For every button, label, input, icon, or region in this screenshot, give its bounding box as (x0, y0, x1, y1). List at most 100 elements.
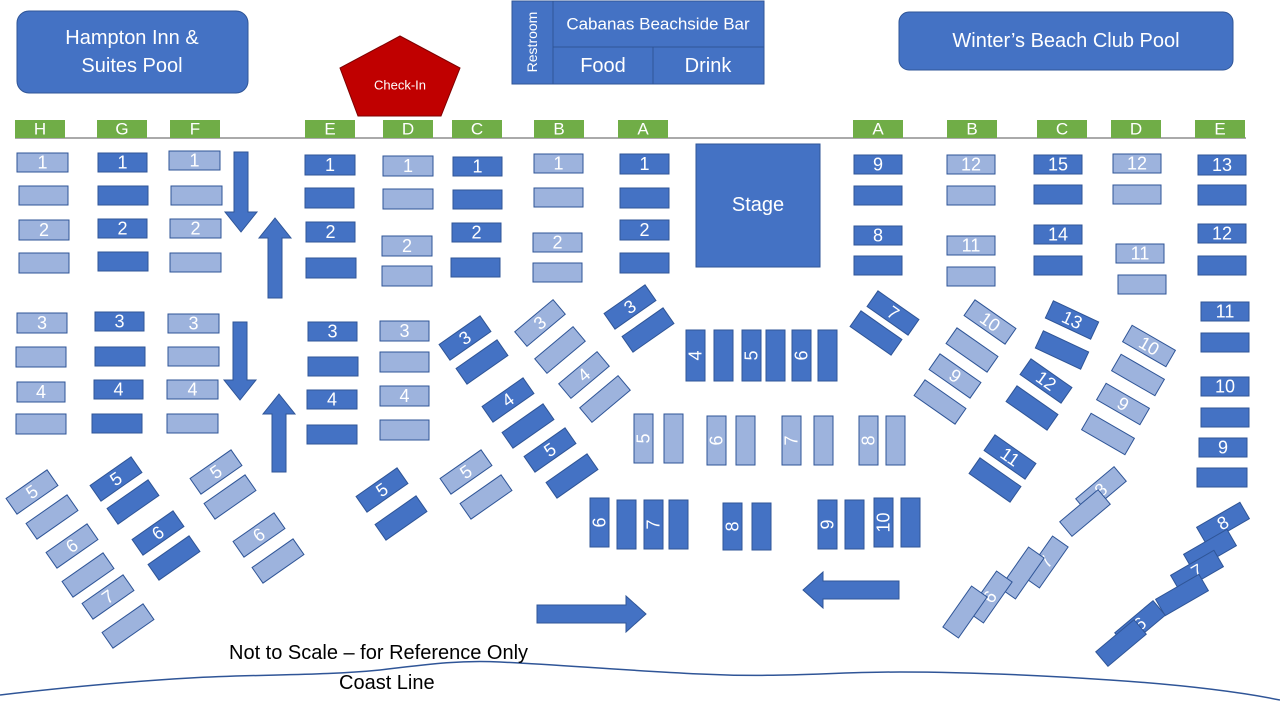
seating-table[interactable]: 5 (355, 467, 409, 513)
seating-table[interactable] (945, 327, 999, 373)
seating-table[interactable]: 7 (866, 290, 920, 336)
seating-table[interactable] (169, 252, 222, 273)
seating-table[interactable]: 4 (166, 379, 219, 400)
seating-table[interactable] (1033, 255, 1083, 276)
seating-table[interactable]: 2 (619, 219, 670, 241)
seating-table[interactable] (203, 474, 257, 520)
seating-table[interactable]: 5 (741, 329, 762, 382)
seating-table[interactable] (1059, 488, 1111, 538)
seating-table[interactable] (913, 379, 967, 425)
seating-table[interactable]: 9 (928, 353, 982, 399)
seating-table[interactable] (455, 339, 509, 385)
seating-table[interactable]: 3 (514, 298, 566, 348)
seating-table[interactable]: 1 (304, 154, 356, 176)
seating-table[interactable]: 8 (853, 225, 903, 246)
seating-table[interactable] (616, 499, 637, 550)
seating-table[interactable] (1196, 467, 1248, 488)
seating-table[interactable] (18, 252, 70, 274)
seating-table[interactable] (251, 538, 305, 584)
seating-table[interactable] (101, 603, 155, 649)
seating-table[interactable]: 5 (5, 469, 59, 515)
seating-table[interactable]: 6 (45, 523, 99, 569)
seating-table[interactable] (999, 546, 1045, 600)
seating-table[interactable] (619, 187, 670, 209)
seating-table[interactable] (942, 585, 988, 639)
seating-table[interactable] (382, 188, 434, 210)
seating-table[interactable]: 9 (817, 499, 838, 550)
seating-table[interactable]: 5 (439, 449, 493, 495)
seating-table[interactable]: 3 (16, 312, 68, 334)
seating-table[interactable]: 6 (791, 329, 812, 382)
seating-table[interactable] (379, 351, 430, 373)
seating-table[interactable] (18, 185, 69, 206)
seating-table[interactable]: 6 (706, 415, 727, 466)
seating-table[interactable]: 11 (1200, 301, 1250, 322)
seating-table[interactable] (450, 257, 501, 278)
seating-table[interactable] (1110, 353, 1166, 397)
seating-table[interactable]: 5 (89, 456, 143, 502)
seating-table[interactable]: 3 (94, 311, 145, 332)
seating-table[interactable]: 2 (532, 232, 583, 253)
seating-table[interactable]: 11 (1115, 243, 1165, 264)
seating-table[interactable] (1200, 332, 1250, 353)
seating-table[interactable] (1080, 412, 1136, 456)
seating-table[interactable] (374, 495, 428, 541)
seating-table[interactable]: 1 (382, 155, 434, 177)
seating-table[interactable] (1034, 330, 1090, 370)
seating-table[interactable] (579, 374, 631, 424)
seating-table[interactable]: 2 (381, 235, 433, 257)
seating-table[interactable] (1154, 573, 1210, 617)
seating-table[interactable]: 7 (643, 499, 664, 550)
seating-table[interactable]: 2 (97, 218, 148, 239)
seating-table[interactable] (15, 413, 67, 435)
seating-table[interactable]: 5 (633, 413, 654, 464)
seating-table[interactable]: 1 (452, 156, 503, 177)
seating-table[interactable] (532, 262, 583, 283)
seating-table[interactable] (1200, 407, 1250, 428)
seating-table[interactable]: 2 (18, 219, 70, 241)
seating-table[interactable] (849, 310, 903, 356)
seating-table[interactable] (946, 185, 996, 206)
seating-table[interactable] (170, 185, 223, 206)
seating-table[interactable] (545, 453, 599, 499)
seating-table[interactable] (501, 403, 555, 449)
seating-table[interactable]: 4 (685, 329, 706, 382)
seating-table[interactable]: 5 (523, 427, 577, 473)
seating-table[interactable] (533, 187, 584, 208)
seating-table[interactable] (381, 265, 433, 287)
seating-table[interactable]: 3 (167, 313, 220, 334)
seating-table[interactable]: 15 (1033, 154, 1083, 175)
seating-table[interactable] (1005, 385, 1059, 431)
seating-table[interactable]: 1 (97, 152, 148, 173)
seating-table[interactable] (147, 535, 201, 581)
seating-table[interactable] (106, 479, 160, 525)
seating-table[interactable] (735, 415, 756, 466)
seating-table[interactable]: 10 (873, 497, 894, 548)
seating-table[interactable]: 12 (1197, 223, 1247, 244)
seating-table[interactable] (94, 346, 146, 367)
seating-table[interactable]: 4 (481, 377, 535, 423)
seating-table[interactable]: 10 (1200, 376, 1250, 397)
seating-table[interactable]: 7 (81, 574, 135, 620)
seating-table[interactable] (853, 255, 903, 276)
seating-table[interactable]: 4 (379, 385, 430, 407)
seating-table[interactable] (166, 413, 219, 434)
seating-table[interactable] (621, 307, 675, 353)
seating-table[interactable]: 5 (189, 449, 243, 495)
seating-table[interactable] (813, 415, 834, 466)
seating-table[interactable]: 9 (1198, 437, 1248, 458)
seating-table[interactable] (968, 457, 1022, 503)
seating-table[interactable]: 1 (16, 152, 69, 173)
seating-table[interactable]: 1 (168, 150, 221, 171)
seating-table[interactable]: 8 (858, 415, 879, 466)
seating-table[interactable] (379, 419, 430, 441)
seating-table[interactable]: 3 (379, 320, 430, 342)
seating-table[interactable] (307, 356, 359, 377)
seating-table[interactable]: 13 (1197, 154, 1247, 176)
seating-table[interactable]: 7 (781, 415, 802, 466)
seating-table[interactable] (668, 499, 689, 550)
seating-table[interactable]: 6 (131, 510, 185, 556)
seating-table[interactable] (305, 257, 357, 279)
seating-table[interactable] (452, 189, 503, 210)
seating-table[interactable] (97, 185, 149, 206)
